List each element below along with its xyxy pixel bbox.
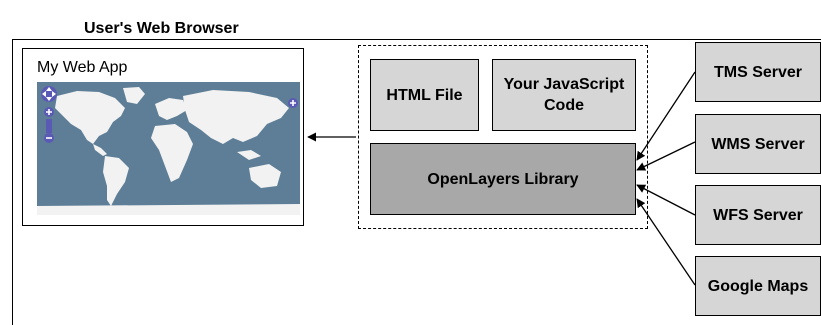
world-map — [37, 82, 300, 215]
openlayers-library-label: OpenLayers Library — [427, 170, 579, 188]
web-app-box: My Web App — [22, 48, 304, 226]
pan-zoom-control-icon[interactable] — [39, 84, 59, 146]
server-box-wfs: WFS Server — [695, 185, 821, 245]
javascript-code-box: Your JavaScript Code — [492, 59, 636, 131]
browser-frame — [12, 39, 821, 325]
html-file-label: HTML File — [386, 86, 463, 104]
browser-title: User's Web Browser — [84, 20, 239, 37]
layer-switcher-icon[interactable] — [287, 97, 299, 109]
server-label-wfs: WFS Server — [713, 206, 803, 224]
server-label-wms: WMS Server — [711, 135, 805, 153]
html-file-box: HTML File — [370, 59, 479, 131]
server-label-tms: TMS Server — [713, 63, 803, 81]
openlayers-library-box: OpenLayers Library — [370, 143, 636, 215]
web-app-title: My Web App — [37, 59, 128, 76]
server-box-wms: WMS Server — [695, 114, 821, 174]
javascript-code-label: Your JavaScript Code — [503, 76, 625, 114]
server-box-google-maps: Google Maps — [695, 256, 821, 316]
server-label-google-maps: Google Maps — [707, 277, 809, 295]
server-box-tms: TMS Server — [695, 42, 821, 102]
world-map-graphic — [37, 82, 300, 215]
